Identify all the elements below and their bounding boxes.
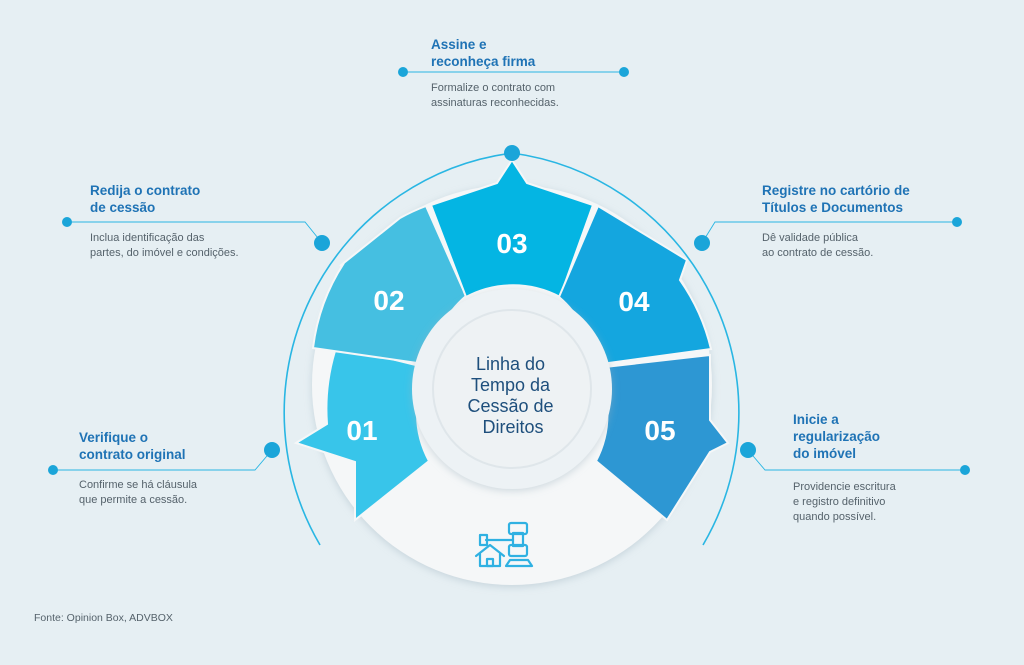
step-number-01: 01 [346,415,377,446]
center-title-line: Tempo da [471,375,551,395]
step-segment-03 [429,158,595,299]
step-05-description: Providencie escritura e registro definit… [793,481,896,523]
step-01-description: Confirme se há cláusula que permite a ce… [79,479,198,506]
step-number-05: 05 [644,415,675,446]
outer-arc-left [283,152,513,546]
connector-dots [48,67,970,475]
step-number-02: 02 [373,285,404,316]
connectors [53,71,965,471]
center-title-line: Direitos [482,417,543,437]
center-title-line: Cessão de [467,396,553,416]
step-04-description: Dê validade pública ao contrato de cessã… [762,232,874,259]
step-03-description: Formalize o contrato com assinaturas rec… [431,82,559,109]
center-title: Linha do Tempo da Cessão de Direitos [467,354,558,437]
step-02-title: Redija o contrato de cessão [90,183,201,215]
step-number-04: 04 [618,286,650,317]
step-04-title: Registre no cartório de Títulos e Docume… [762,183,910,215]
source-note: Fonte: Opinion Box, ADVBOX [34,612,173,624]
step-02-description: Inclua identificação das partes, do imóv… [90,232,239,259]
inner-disc [432,309,592,469]
outer-arc-right [511,152,740,546]
step-03-title: Assine e reconheça firma [431,37,536,69]
gavel-house-icon [474,521,534,568]
step-number-03: 03 [496,228,527,259]
center-title-line: Linha do [476,354,545,374]
step-05-title: Inicie a regularização do imóvel [793,412,881,461]
step-01-title: Verifique o contrato original [79,430,186,462]
